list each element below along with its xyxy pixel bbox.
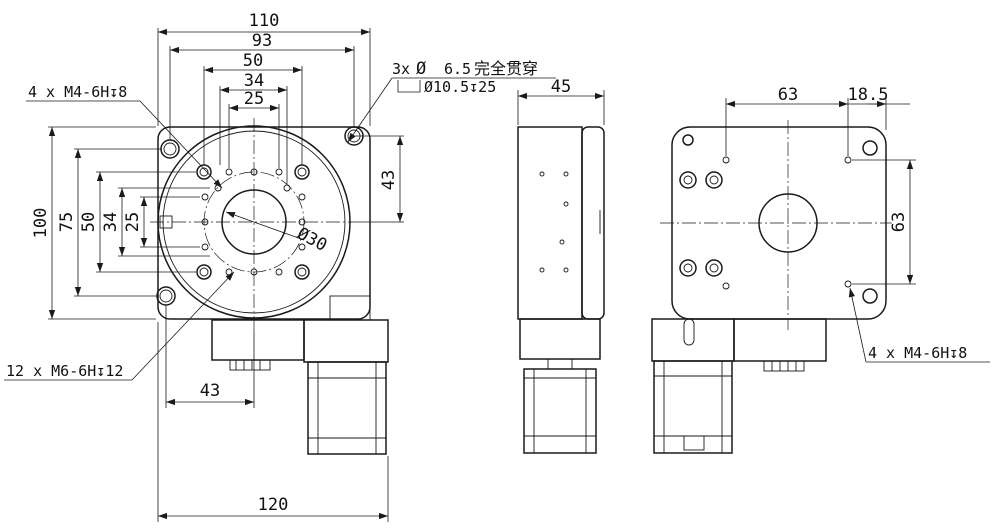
- dim-25-label: 25: [244, 89, 264, 109]
- side-disk-profile: [581, 126, 605, 320]
- rear-corner-hole: [682, 134, 694, 146]
- side-hole: [563, 171, 569, 177]
- callout-m4-rear-leader: [848, 287, 867, 363]
- rear-dimensions: 63 18.5 63 4 x M4-6H↧8: [725, 85, 990, 363]
- rear-gearbox: [733, 318, 827, 362]
- rear-small-hole: [844, 156, 852, 164]
- callout-m4-leader: [139, 100, 223, 189]
- side-hole: [559, 239, 565, 245]
- rear-stepper-motor: [653, 360, 733, 454]
- callout-counterbore: Ø10.5↧25: [424, 78, 496, 96]
- callout-through-value: 6.5: [444, 60, 471, 78]
- rear-corner-hole: [862, 288, 878, 304]
- rear-fitting: [679, 259, 697, 277]
- rear-motor-pin: [683, 318, 695, 346]
- side-holes: [539, 171, 569, 273]
- dim-43-right-label: 43: [379, 170, 399, 190]
- callout-through-prefix: 3x: [392, 60, 410, 78]
- rear-small-hole: [722, 156, 730, 164]
- gearbox-housing: [211, 319, 305, 361]
- corner-hole-top-left-inner: [163, 142, 177, 156]
- dim-93-label: 93: [252, 31, 272, 51]
- dim-45-label: 45: [551, 77, 571, 97]
- disk-hole: [225, 268, 233, 276]
- disk-hole: [294, 264, 310, 280]
- side-motor: [523, 368, 597, 454]
- bore-diameter-label: Ø30: [294, 224, 331, 256]
- disk-hole-inner: [199, 167, 209, 177]
- disk-hole: [275, 168, 283, 176]
- callout-m6-leader: [131, 271, 235, 381]
- dim-34-label: 34: [244, 71, 264, 91]
- diameter-symbol: Ø: [416, 59, 426, 79]
- dim-v34-label: 34: [101, 212, 121, 232]
- dim-75-label: 75: [57, 212, 77, 232]
- bolt-circle: [203, 171, 305, 273]
- disk-hole-inner: [297, 267, 307, 277]
- dim-50-label: 50: [243, 51, 263, 71]
- dim-100-label: 100: [31, 208, 51, 239]
- disk-hole: [225, 168, 233, 176]
- disk-hole: [201, 193, 209, 201]
- side-hole: [539, 267, 545, 273]
- side-hole: [563, 267, 569, 273]
- side-connector: [547, 358, 573, 370]
- dim-110-label: 110: [249, 11, 280, 31]
- front-plate-outline: [157, 126, 371, 320]
- callout-through-text: 完全贯穿: [474, 59, 538, 78]
- rear-fitting-inner: [683, 263, 693, 273]
- disk-hole: [294, 164, 310, 180]
- disk-hole: [196, 264, 212, 280]
- dim-63-h-label: 63: [778, 85, 798, 105]
- disk-hole: [283, 184, 291, 192]
- motor-coupling: [329, 295, 371, 321]
- side-hole: [563, 201, 569, 207]
- rear-motor-adapter: [651, 318, 735, 362]
- rear-view: [651, 120, 892, 454]
- dim-63-v-label: 63: [889, 212, 909, 232]
- side-hole: [539, 171, 545, 177]
- rear-fitting-inner: [709, 263, 719, 273]
- dim-v50-label: 50: [79, 212, 99, 232]
- disk-hole-inner: [297, 167, 307, 177]
- disk-hole: [196, 164, 212, 180]
- disk-hole: [298, 243, 306, 251]
- motor-adapter: [303, 319, 389, 363]
- rear-fitting: [679, 171, 697, 189]
- dim-v25-label: 25: [123, 212, 143, 232]
- bore-leader: [225, 211, 305, 241]
- disk-hole: [298, 193, 306, 201]
- callout-through-leader: [347, 77, 393, 143]
- stepper-motor: [307, 361, 387, 455]
- rear-small-hole: [722, 282, 730, 290]
- dim-43-bottom-label: 43: [200, 381, 220, 401]
- front-view: [150, 118, 389, 455]
- front-dimensions: 110 93 50 34 25 100 75 50 34 25: [4, 11, 556, 522]
- callout-m4-rear: 4 x M4-6H↧8: [868, 344, 967, 362]
- dim-18-5-label: 18.5: [848, 85, 889, 105]
- corner-hole-bottom-left-inner: [159, 289, 173, 303]
- rear-fitting-inner: [683, 175, 693, 185]
- callout-m6-front: 12 x M6-6H↧12: [6, 362, 123, 380]
- disk-hole-inner: [199, 267, 209, 277]
- side-dimensions: 45: [517, 77, 605, 125]
- counterbore-symbol: [397, 80, 421, 93]
- rear-small-hole: [844, 280, 852, 288]
- side-gearbox: [519, 318, 601, 360]
- disk-hole: [275, 268, 283, 276]
- gearbox-connector: [229, 359, 271, 371]
- rear-connector: [763, 360, 805, 372]
- rear-fitting: [705, 171, 723, 189]
- rear-fitting-inner: [709, 175, 719, 185]
- through-hole-callout: 3x Ø 6.5 完全贯穿 Ø10.5↧25: [347, 59, 556, 143]
- disk-hole: [201, 243, 209, 251]
- dim-120-label: 120: [258, 495, 289, 515]
- callout-m4-front: 4 x M4-6H↧8: [28, 83, 127, 101]
- rear-fitting: [705, 259, 723, 277]
- side-body: [517, 126, 583, 320]
- side-view: [517, 126, 605, 454]
- rear-corner-hole: [862, 140, 878, 156]
- motor-connector-tab: [683, 435, 705, 451]
